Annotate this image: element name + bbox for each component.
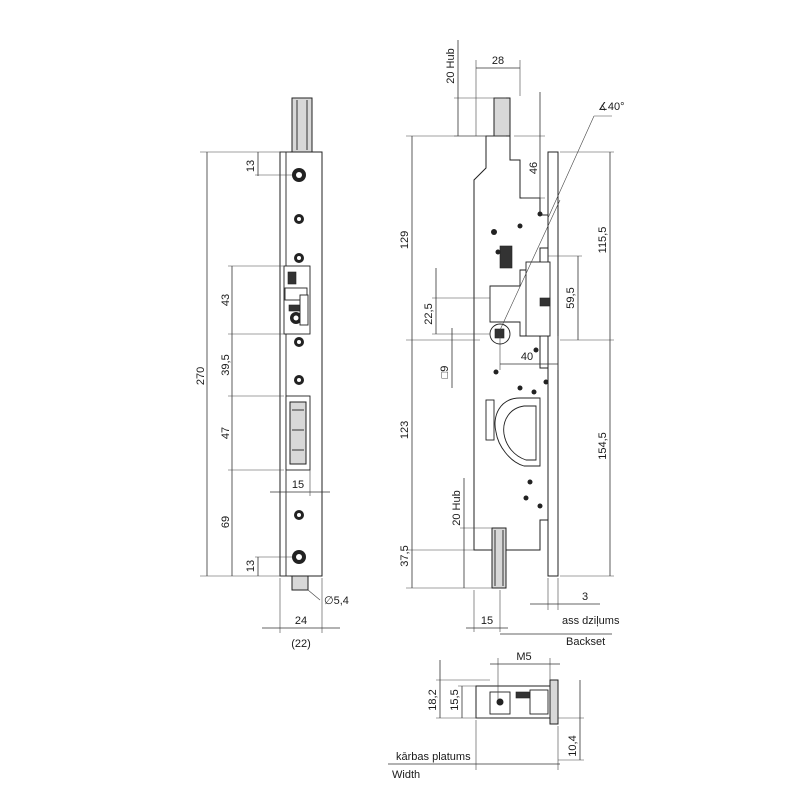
dim-43: 43 [220,294,232,306]
lockbody-top-bolt [493,97,511,137]
label-width-lv: kārbas platums [396,751,471,763]
dim-59-5: 59,5 [565,287,577,308]
dim-154-5: 154,5 [597,432,609,460]
dim-18-2: 18,2 [427,689,439,710]
dim-10-4: 10,4 [567,735,579,756]
section-faceplate [549,679,559,725]
lockbody-view: 20 Hub 28 46 ∡40° 129 123 22,5 □9 [399,40,625,648]
label-width: Width [392,769,420,781]
faceplate-view: 270 43 39,5 47 69 13 13 15 ∅5,4 24 (22) [195,97,349,650]
dim-3: 3 [582,591,588,603]
dim-square-9: □9 [439,366,451,379]
dim-13-bottom: 13 [245,560,257,572]
dim-angle: ∡40° [598,101,625,113]
dim-hub-top: 20 Hub [445,48,457,83]
dim-15-left: 15 [292,479,304,491]
dim-m5: M5 [516,651,531,663]
lockbody-deadbolt-gear [485,397,541,467]
dim-115-5: 115,5 [597,227,609,254]
dim-hub-bottom: 20 Hub [451,490,463,525]
dim-270: 270 [195,367,207,385]
dim-123: 123 [399,421,411,439]
dim-40: 40 [521,351,533,363]
dim-22-paren: (22) [291,638,311,650]
dim-69: 69 [220,516,232,528]
dim-39-5: 39,5 [220,354,232,375]
faceplate-deadbolt-window [285,395,311,471]
dim-15-5: 15,5 [449,689,461,710]
lockbody-bottom-bolt [491,527,507,589]
dim-13-top: 13 [245,160,257,172]
dim-129: 129 [399,231,411,249]
dim-dia-5-4: ∅5,4 [324,595,349,607]
dim-47: 47 [220,427,232,439]
dim-46: 46 [528,162,540,174]
faceplate-top-bolt [291,97,313,154]
dim-15-bottom: 15 [481,615,493,627]
label-backset-lv: ass dziļums [562,615,620,627]
dim-22-5: 22,5 [423,303,435,324]
faceplate-latch-window [283,265,311,335]
dim-24: 24 [295,615,307,627]
section-view: M5 18,2 15,5 10,4 kārbas platums Width [388,651,584,781]
faceplate-bottom-bolt [291,575,309,591]
label-backset: Backset [566,636,605,648]
lockbody-latch [489,245,551,337]
faceplate-screw-holes [292,168,306,564]
dim-37-5: 37,5 [399,545,411,566]
dim-28: 28 [492,55,504,67]
lockbody-holes [491,211,549,509]
